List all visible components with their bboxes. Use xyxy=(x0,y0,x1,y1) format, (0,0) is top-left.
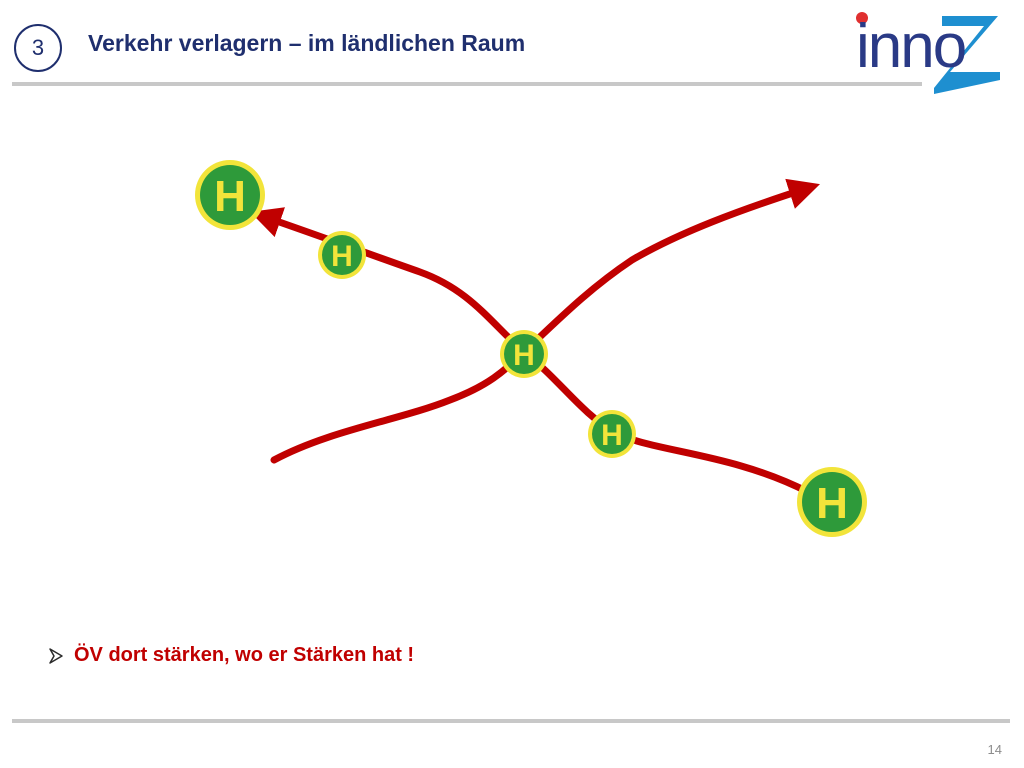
bus-stop-large-southeast: H xyxy=(797,467,867,537)
bus-stop-large-northwest: H xyxy=(195,160,265,230)
bullet-point: ÖV dort stärken, wo er Stärken hat ! xyxy=(48,644,414,667)
arrow-right-bullet-icon xyxy=(49,647,63,664)
slide-title: Verkehr verlagern – im ländlichen Raum xyxy=(88,30,526,56)
bullet-text: ÖV dort stärken, wo er Stärken hat ! xyxy=(74,644,415,666)
footer-divider xyxy=(12,719,1010,723)
logo-text: inno xyxy=(856,12,967,81)
bus-stop-small-southeast: H xyxy=(588,410,636,458)
stop-label: H xyxy=(513,339,535,372)
section-number: 3 xyxy=(31,35,45,60)
stop-label: H xyxy=(214,172,246,221)
stop-label: H xyxy=(331,240,353,273)
page-number: 14 xyxy=(987,742,1002,757)
section-number-badge: 3 xyxy=(14,24,62,72)
header-divider xyxy=(12,82,922,86)
logo-z-shape xyxy=(934,16,1000,94)
bus-stop-small-northwest: H xyxy=(318,231,366,279)
route-line-northeast xyxy=(270,178,820,464)
stop-label: H xyxy=(601,419,623,452)
stop-label: H xyxy=(816,479,848,528)
inno-z-logo: inno xyxy=(850,10,1020,96)
bus-stop-center: H xyxy=(500,330,548,378)
logo-graphic xyxy=(856,12,1000,94)
logo-dot xyxy=(856,12,868,24)
